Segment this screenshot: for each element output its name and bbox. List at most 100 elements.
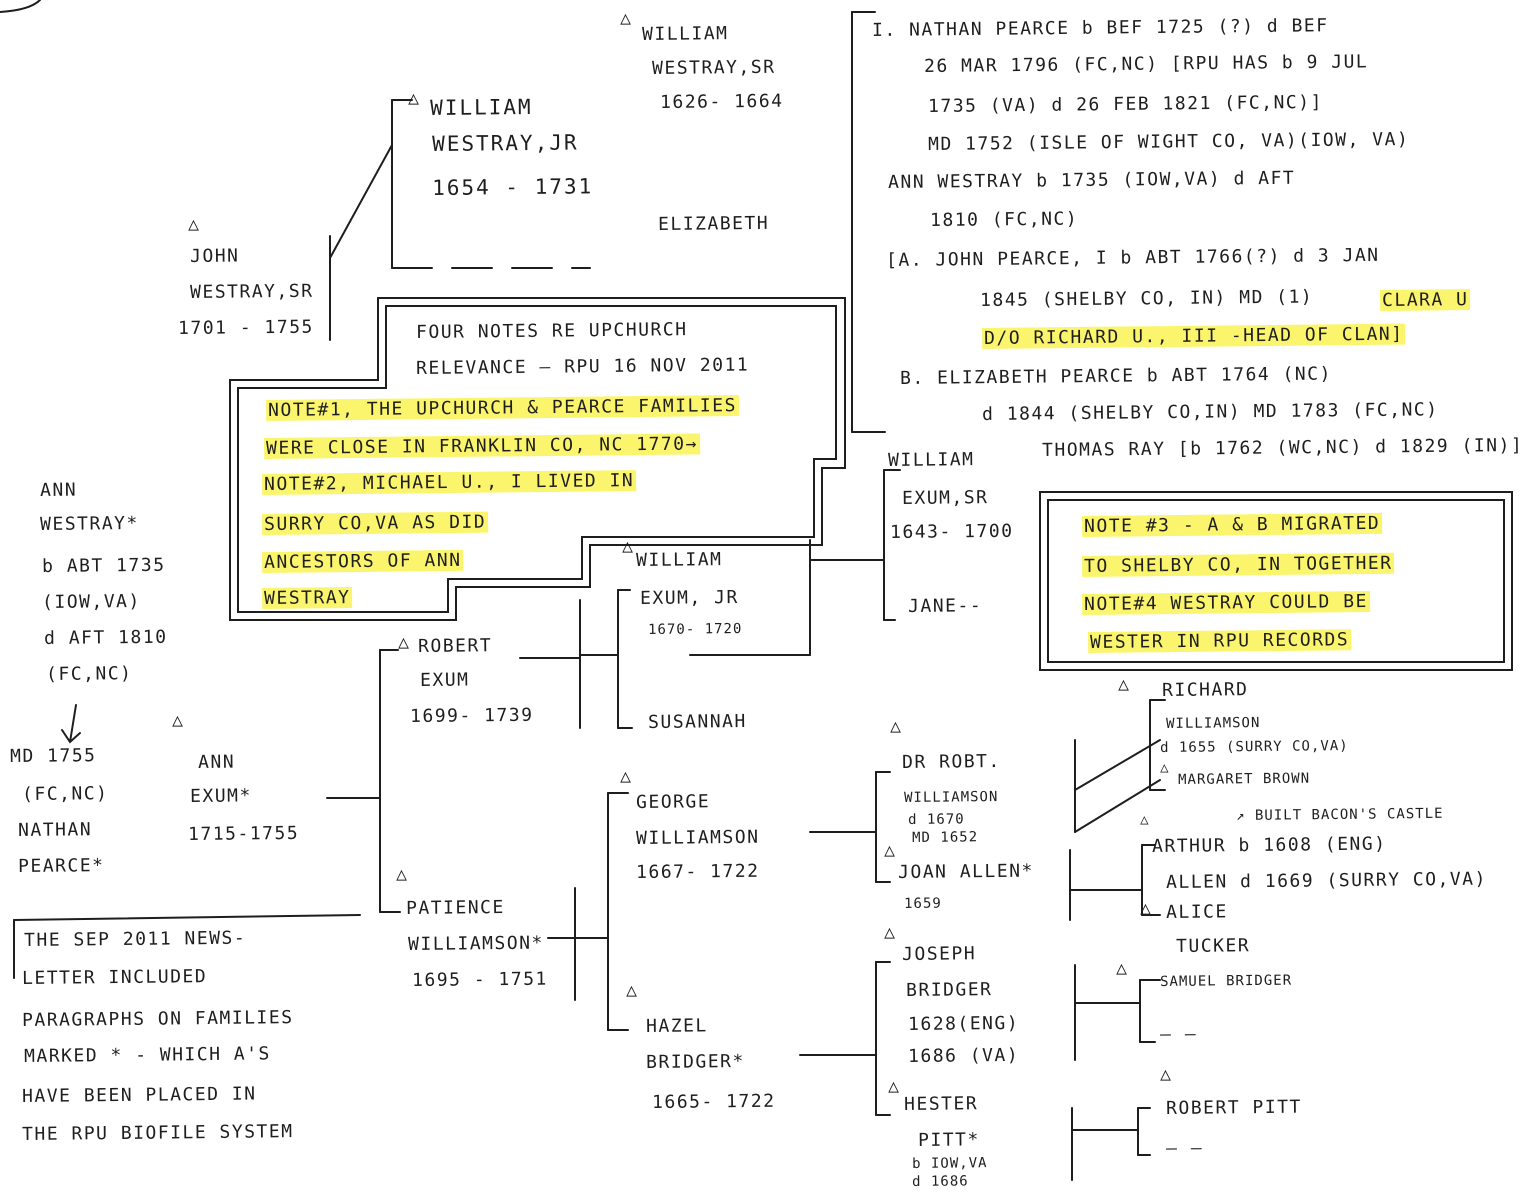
pearce-line-5: ANN WESTRAY b 1735 (IOW,VA) d AFT <box>888 167 1296 193</box>
ann-exum-marker: △ <box>172 709 185 731</box>
pearce-line-3: 1735 (VA) d 26 FEB 1821 (FC,NC)] <box>928 91 1323 117</box>
ann-exum-name: ANN <box>198 751 236 773</box>
arthur-allen-line-1: ARTHUR b 1608 (ENG) <box>1152 833 1387 857</box>
margaret-brown-name: MARGARET BROWN <box>1178 770 1311 788</box>
dr-robt-williamson-death: d 1670 <box>908 811 965 828</box>
md-nathan-line-1: MD 1755 <box>10 745 97 767</box>
pearce-line-8: 1845 (SHELBY CO, IN) MD (1) <box>980 286 1314 311</box>
dr-robt-williamson-marker: △ <box>890 715 903 737</box>
ann-exum-dates: 1715-1755 <box>188 822 300 845</box>
pearce-clara: CLARA U <box>1380 289 1471 311</box>
william-westray-jr-surname: WESTRAY,JR <box>432 130 579 156</box>
hazel-bridger-name: HAZEL <box>646 1015 708 1037</box>
richard-williamson-surname: WILLIAMSON <box>1166 715 1261 732</box>
newsletter-line-6: THE RPU BIOFILE SYSTEM <box>22 1121 294 1145</box>
susannah-name: SUSANNAH <box>648 710 747 733</box>
hazel-bridger-surname: BRIDGER* <box>646 1050 745 1073</box>
george-williamson-name: GEORGE <box>636 791 711 813</box>
william-exum-jr-dates: 1670- 1720 <box>648 621 743 638</box>
robert-exum-marker: △ <box>398 631 411 653</box>
arthur-allen-marker: △ <box>1140 811 1150 828</box>
joseph-bridger-death: 1686 (VA) <box>908 1044 1020 1067</box>
william-westray-sr-surname: WESTRAY,SR <box>652 56 776 79</box>
note-2-line-2: SURRY CO,VA AS DID <box>262 511 489 535</box>
robert-exum-name: ROBERT <box>418 635 493 657</box>
newsletter-line-5: HAVE BEEN PLACED IN <box>22 1083 257 1107</box>
richard-williamson-name: RICHARD <box>1162 679 1249 701</box>
newsletter-line-1: THE SEP 2011 NEWS- <box>24 927 247 951</box>
joseph-bridger-birth: 1628(ENG) <box>908 1012 1020 1035</box>
joseph-bridger-surname: BRIDGER <box>906 979 993 1001</box>
joseph-bridger-marker: △ <box>884 921 897 943</box>
jane-name: JANE-- <box>908 595 983 617</box>
william-exum-sr-dates: 1643- 1700 <box>890 520 1014 543</box>
ann-westray-name: ANN <box>40 479 78 501</box>
pearce-line-9-text: D/O RICHARD U., III -HEAD OF CLAN] <box>982 323 1406 349</box>
dr-robt-williamson-name: DR ROBT. <box>902 750 1001 773</box>
samuel-bridger-marker: △ <box>1116 957 1129 979</box>
william-exum-sr-surname: EXUM,SR <box>902 487 989 509</box>
william-exum-jr-marker: △ <box>622 535 635 557</box>
note-3-line-1: NOTE #3 - A & B MIGRATED <box>1082 512 1383 537</box>
john-westray-sr-surname: WESTRAY,SR <box>190 280 314 303</box>
hazel-bridger-marker: △ <box>626 979 639 1001</box>
john-westray-sr-dates: 1701 - 1755 <box>178 316 314 339</box>
patience-williamson-marker: △ <box>396 863 409 885</box>
four-notes-title-line-1: FOUR NOTES RE UPCHURCH <box>416 319 688 343</box>
william-westray-sr-name: WILLIAM <box>642 23 729 45</box>
joan-allen-year: 1659 <box>904 895 942 912</box>
robert-exum-surname: EXUM <box>420 669 470 691</box>
arthur-allen-line-2: ALLEN d 1669 (SURRY CO,VA) <box>1166 868 1487 893</box>
william-westray-jr-dates: 1654 - 1731 <box>432 174 594 200</box>
pearce-line-6: 1810 (FC,NC) <box>930 208 1079 231</box>
alice-tucker-marker: △ <box>1140 897 1153 919</box>
george-williamson-surname: WILLIAMSON <box>636 826 760 849</box>
william-westray-jr-marker: △ <box>408 87 421 109</box>
robert-pitt-name: ROBERT PITT <box>1166 1096 1302 1119</box>
md-nathan-line-3: NATHAN <box>18 819 93 841</box>
hester-pitt-marker: △ <box>888 1075 901 1097</box>
hester-pitt-death: d 1686 <box>912 1173 969 1190</box>
newsletter-line-3: PARAGRAPHS ON FAMILIES <box>22 1007 294 1031</box>
richard-williamson-death: d 1655 (SURRY CO,VA) <box>1160 738 1349 756</box>
george-williamson-marker: △ <box>620 765 633 787</box>
note-2-line-1: NOTE#2, MICHAEL U., I LIVED IN <box>262 470 637 495</box>
patience-williamson-surname: WILLIAMSON* <box>408 932 544 955</box>
william-westray-jr-name: WILLIAM <box>430 94 533 120</box>
dr-robt-williamson-surname: WILLIAMSON <box>904 789 999 806</box>
note-2-line-3: ANCESTORS OF ANN <box>262 549 464 573</box>
robert-pitt-marker: △ <box>1160 1063 1173 1085</box>
ann-exum-surname: EXUM* <box>190 785 252 807</box>
elizabeth-name: ELIZABETH <box>658 212 770 235</box>
newsletter-line-4: MARKED * - WHICH A'S <box>24 1043 271 1067</box>
george-williamson-dates: 1667- 1722 <box>636 860 760 883</box>
note-4-line-1: NOTE#4 WESTRAY COULD BE <box>1082 590 1370 615</box>
bacons-castle-note: ↗ BUILT BACON'S CASTLE <box>1236 805 1444 824</box>
note-3-line-2-text: TO SHELBY CO, IN TOGETHER <box>1082 552 1395 577</box>
margaret-brown-marker: △ <box>1160 759 1170 776</box>
four-notes-title-line-2: RELEVANCE — RPU 16 NOV 2011 <box>416 354 750 379</box>
joseph-bridger-name: JOSEPH <box>902 943 977 965</box>
robert-exum-dates: 1699- 1739 <box>410 704 534 727</box>
alice-tucker-name: ALICE <box>1166 901 1228 923</box>
hazel-bridger-dates: 1665- 1722 <box>652 1090 776 1113</box>
joan-allen-name: JOAN ALLEN* <box>898 860 1034 883</box>
note-2-line-4: WESTRAY <box>262 587 353 609</box>
william-exum-jr-name: WILLIAM <box>636 549 723 571</box>
note-4-line-2: WESTER IN RPU RECORDS <box>1088 629 1352 653</box>
hester-pitt-birth: b IOW,VA <box>912 1155 988 1172</box>
note-3-line-1-text: NOTE #3 - A & B MIGRATED <box>1082 512 1383 537</box>
note-4-line-1-text: NOTE#4 WESTRAY COULD BE <box>1082 590 1370 615</box>
samuel-bridger-name: SAMUEL BRIDGER <box>1160 972 1293 990</box>
pearce-line-9: D/O RICHARD U., III -HEAD OF CLAN] <box>982 323 1406 349</box>
patience-williamson-name: PATIENCE <box>406 896 505 919</box>
alice-tucker-surname: TUCKER <box>1176 935 1251 957</box>
pearce-clara-text: CLARA U <box>1380 289 1471 311</box>
note-2-line-2-text: SURRY CO,VA AS DID <box>262 511 489 535</box>
ann-westray-deathplace: (FC,NC) <box>46 663 133 685</box>
patience-williamson-dates: 1695 - 1751 <box>412 968 548 991</box>
ann-westray-surname: WESTRAY* <box>40 512 139 535</box>
william-westray-sr-dates: 1626- 1664 <box>660 90 784 113</box>
